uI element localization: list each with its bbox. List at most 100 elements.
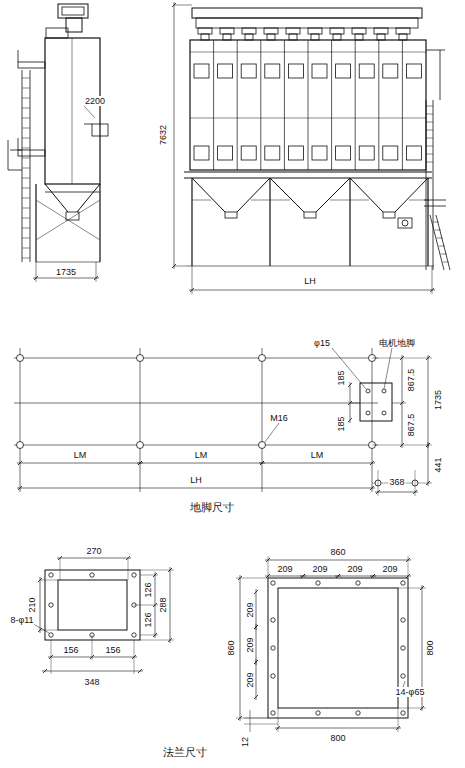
dimension-text: 348 [83,677,100,687]
dimension-text: 156 [104,645,121,655]
drawing-stroke [312,64,327,78]
drawing-stroke [308,40,309,170]
drawing-stroke [350,200,369,201]
drawing-stroke [138,669,142,673]
drawing-stroke [201,34,209,40]
drawing-stroke [401,646,405,650]
dimension-text: LM [310,450,325,460]
view-caption: 法兰尺寸 [162,746,208,758]
drawing-stroke [359,64,374,78]
drawing-stroke [194,146,209,160]
drawing-stroke [336,64,351,78]
drawing-stroke [443,262,449,263]
drawing-stroke [40,577,41,633]
drawing-stroke [174,5,192,6]
drawing-stroke [426,50,445,51]
drawing-stroke [268,578,408,718]
drawing-stroke [401,711,405,715]
drawing-stroke [372,358,432,359]
hole-spec: 8-φ11 [9,615,34,625]
drawing-stroke [22,258,30,259]
drawing-stroke [20,348,21,492]
drawing-stroke [72,38,73,184]
drawing-stroke [242,28,256,34]
drawing-stroke [384,348,392,389]
dimension-text: 209 [381,564,398,574]
drawing-stroke [265,423,279,442]
dimension-text: 12 [240,736,250,748]
drawing-stroke [426,162,433,163]
dimension-text: LH [303,276,317,286]
drawing-stroke [194,64,209,78]
drawing-stroke [426,114,433,115]
drawing-stroke [17,488,375,489]
drawing-stroke [22,228,30,229]
drawing-stroke [436,215,450,270]
drawing-stroke [223,34,231,40]
drawing-stroke [92,635,93,660]
drawing-stroke [262,348,263,492]
drawing-stroke [359,146,374,160]
drawing-stroke [301,574,305,578]
dimension-text: 867.5 [406,368,416,393]
drawing-stroke [84,106,95,118]
drawing-stroke [406,574,410,578]
drawing-stroke [376,490,380,494]
drawing-stroke [350,178,383,212]
drawing-stroke [271,581,275,585]
drawing-stroke [396,28,410,34]
drawing-stroke [437,238,443,239]
drawing-stroke [36,200,100,240]
drawing-stroke [383,64,398,78]
drawing-stroke [99,184,100,262]
dimension-text: 209 [245,671,255,688]
drawing-stroke [22,148,30,149]
drawing-stroke [311,34,319,40]
drawing-stroke [10,150,22,151]
drawing-stroke [18,138,19,150]
drawing-stroke [371,574,375,578]
drawing-stroke [49,633,53,637]
drawing-stroke [356,711,360,715]
drawing-stroke [250,710,251,732]
drawing-stroke [186,266,434,267]
drawing-stroke [382,411,386,415]
drawing-stroke [18,461,22,465]
dimension-text: 441 [433,456,443,473]
drawing-stroke [426,100,427,270]
bolt-size: M16 [269,413,289,423]
dimension-text: 7632 [158,124,168,146]
drawing-stroke [265,576,306,577]
dimension-text: 209 [346,564,363,574]
dimension-text: 209 [276,564,293,574]
drawing-stroke [348,418,352,422]
drawing-stroke [286,28,300,34]
drawing-stroke [355,34,363,40]
drawing-stroke [424,200,446,201]
drawing-stroke [399,34,407,40]
drawing-stroke [330,200,350,201]
drawing-stroke [288,146,303,160]
drawing-stroke [426,122,433,123]
drawing-stroke [174,266,186,267]
dimension-text: 210 [27,596,37,613]
hole-spec: 14-φ65 [395,687,426,697]
drawing-stroke [240,575,241,721]
drawing-stroke [264,28,278,34]
drawing-stroke [383,146,398,160]
drawing-stroke [140,575,158,576]
drawing-stroke [45,570,140,640]
drawing-stroke [22,238,30,239]
drawing-stroke [189,290,435,291]
drawing-stroke [84,124,92,125]
drawing-stroke [251,200,270,201]
drawing-stroke [18,62,45,68]
drawing-stroke [137,463,265,464]
drawing-stroke [265,64,280,78]
drawing-stroke [22,118,30,119]
drawing-stroke [401,674,405,678]
drawing-stroke [259,355,266,362]
drawing-stroke [22,178,30,179]
drawing-stroke [18,150,45,156]
drawing-stroke [137,355,144,362]
